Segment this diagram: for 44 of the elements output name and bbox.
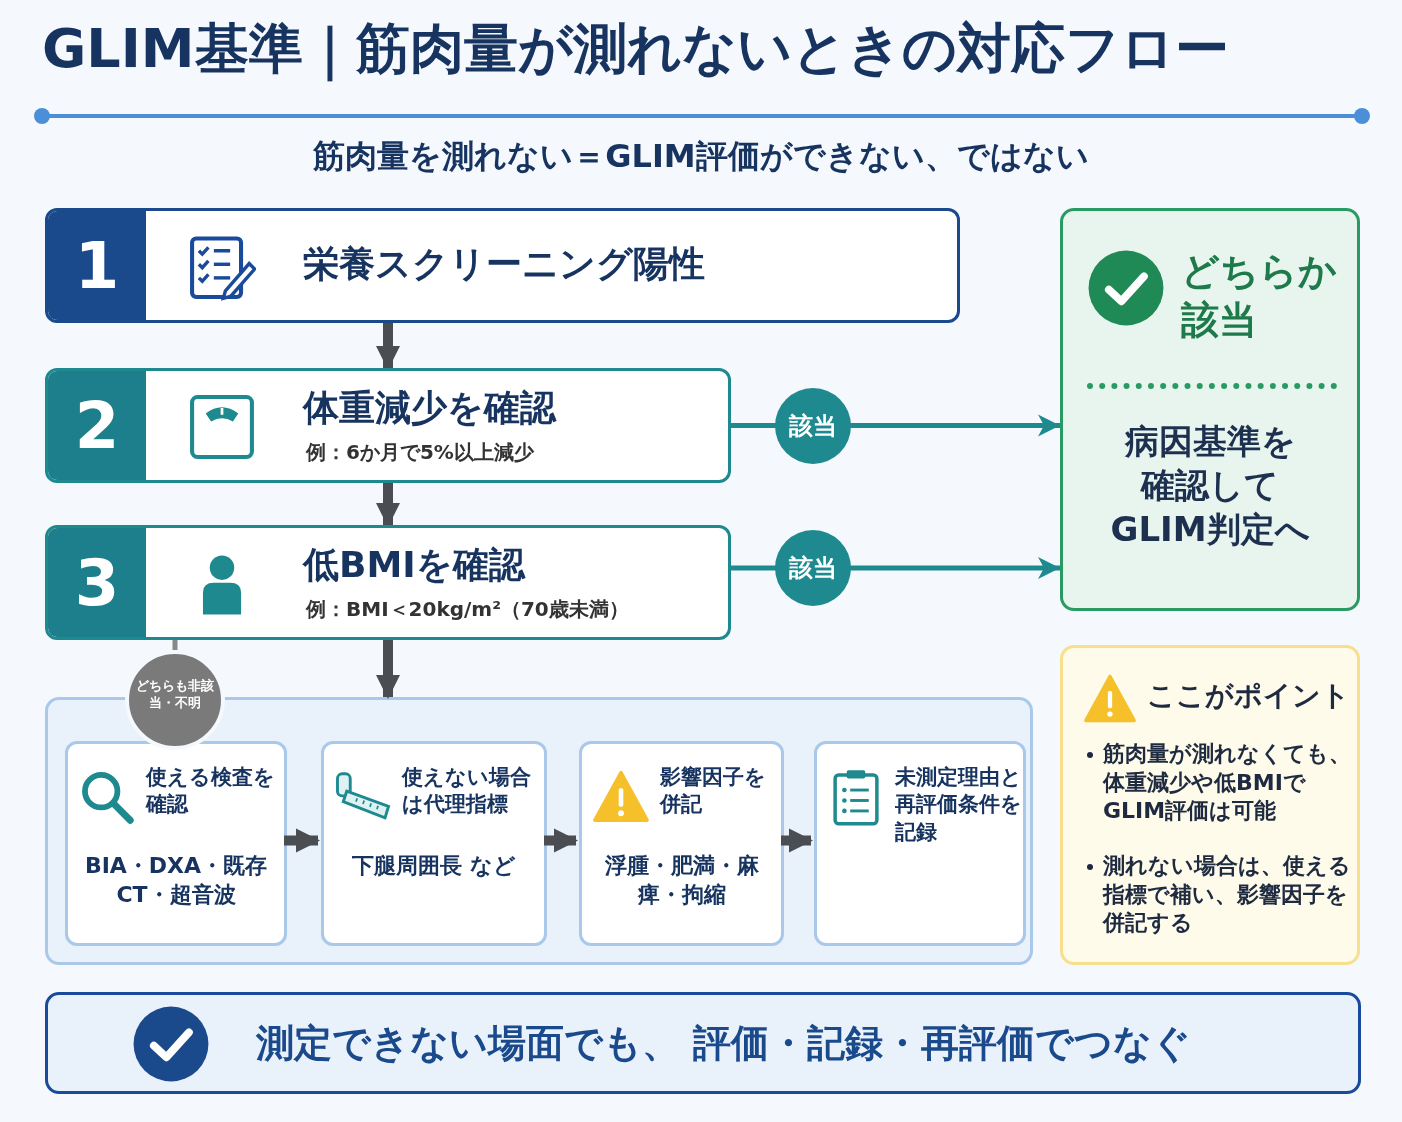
card-text: BIA・DXA・既存CT・超音波	[83, 852, 269, 909]
card-heading: 影響因子を併記	[660, 764, 767, 819]
arrow	[781, 828, 813, 853]
arrow	[284, 828, 320, 853]
number-band: 2	[48, 371, 146, 480]
card-text: 下腿周囲長 など	[351, 852, 517, 880]
card-heading: 未測定理由と再評価条件を記録	[895, 764, 1023, 846]
connector-line	[172, 640, 178, 650]
card-heading: 使える検査を確認	[146, 764, 276, 819]
step-card	[579, 741, 784, 946]
step-card	[321, 741, 547, 946]
group-panel	[45, 697, 1033, 965]
arrow	[376, 483, 400, 527]
step-box	[45, 525, 731, 640]
note-box	[1060, 645, 1360, 965]
step-card	[814, 741, 1026, 946]
circle-label: どちらも非該当・不明	[135, 678, 215, 712]
result-heading: どちらか該当	[1181, 248, 1338, 345]
step-box	[45, 368, 731, 483]
note-text: 測れない場合は、使える指標で補い、影響因子を併記する	[1103, 852, 1352, 938]
result-text: 病因基準を確認してGLIM判定へ	[1110, 420, 1310, 552]
summary-banner	[45, 992, 1361, 1094]
card-heading: 使えない場合は代理指標	[402, 764, 532, 819]
step-heading: 栄養スクリーニング陽性	[303, 242, 705, 286]
step-heading: 体重減少を確認	[303, 386, 556, 430]
example-text: 例：BMI＜20kg/m²（70歳未満）	[306, 596, 629, 622]
card-text: 浮腫・肥満・麻痺・拘縮	[603, 852, 760, 909]
step-card	[65, 741, 287, 946]
step-box	[45, 208, 960, 323]
arrow	[376, 640, 400, 699]
result-box	[1060, 208, 1360, 611]
arrow	[544, 828, 578, 853]
note-heading: ここがポイント	[1147, 678, 1350, 714]
step-heading: 低BMIを確認	[303, 543, 525, 587]
number-band: 1	[48, 211, 146, 320]
subtitle: 筋肉量を測れない＝GLIM評価ができない、ではない	[312, 136, 1090, 177]
edge-label: 該当	[775, 387, 852, 464]
arrow	[376, 323, 400, 370]
edge-label: 該当	[775, 530, 852, 606]
example-text: 例：6か月で5%以上減少	[306, 439, 534, 465]
summary-text: 測定できない場面でも、 評価・記録・再評価でつなぐ	[256, 1020, 1192, 1067]
number-band: 3	[48, 528, 146, 637]
note-text: 筋肉量が測れなくても、体重減少や低BMIでGLIM評価は可能	[1103, 740, 1352, 826]
title: GLIM基準｜筋肉量が測れないときの対応フロー	[42, 16, 1229, 84]
